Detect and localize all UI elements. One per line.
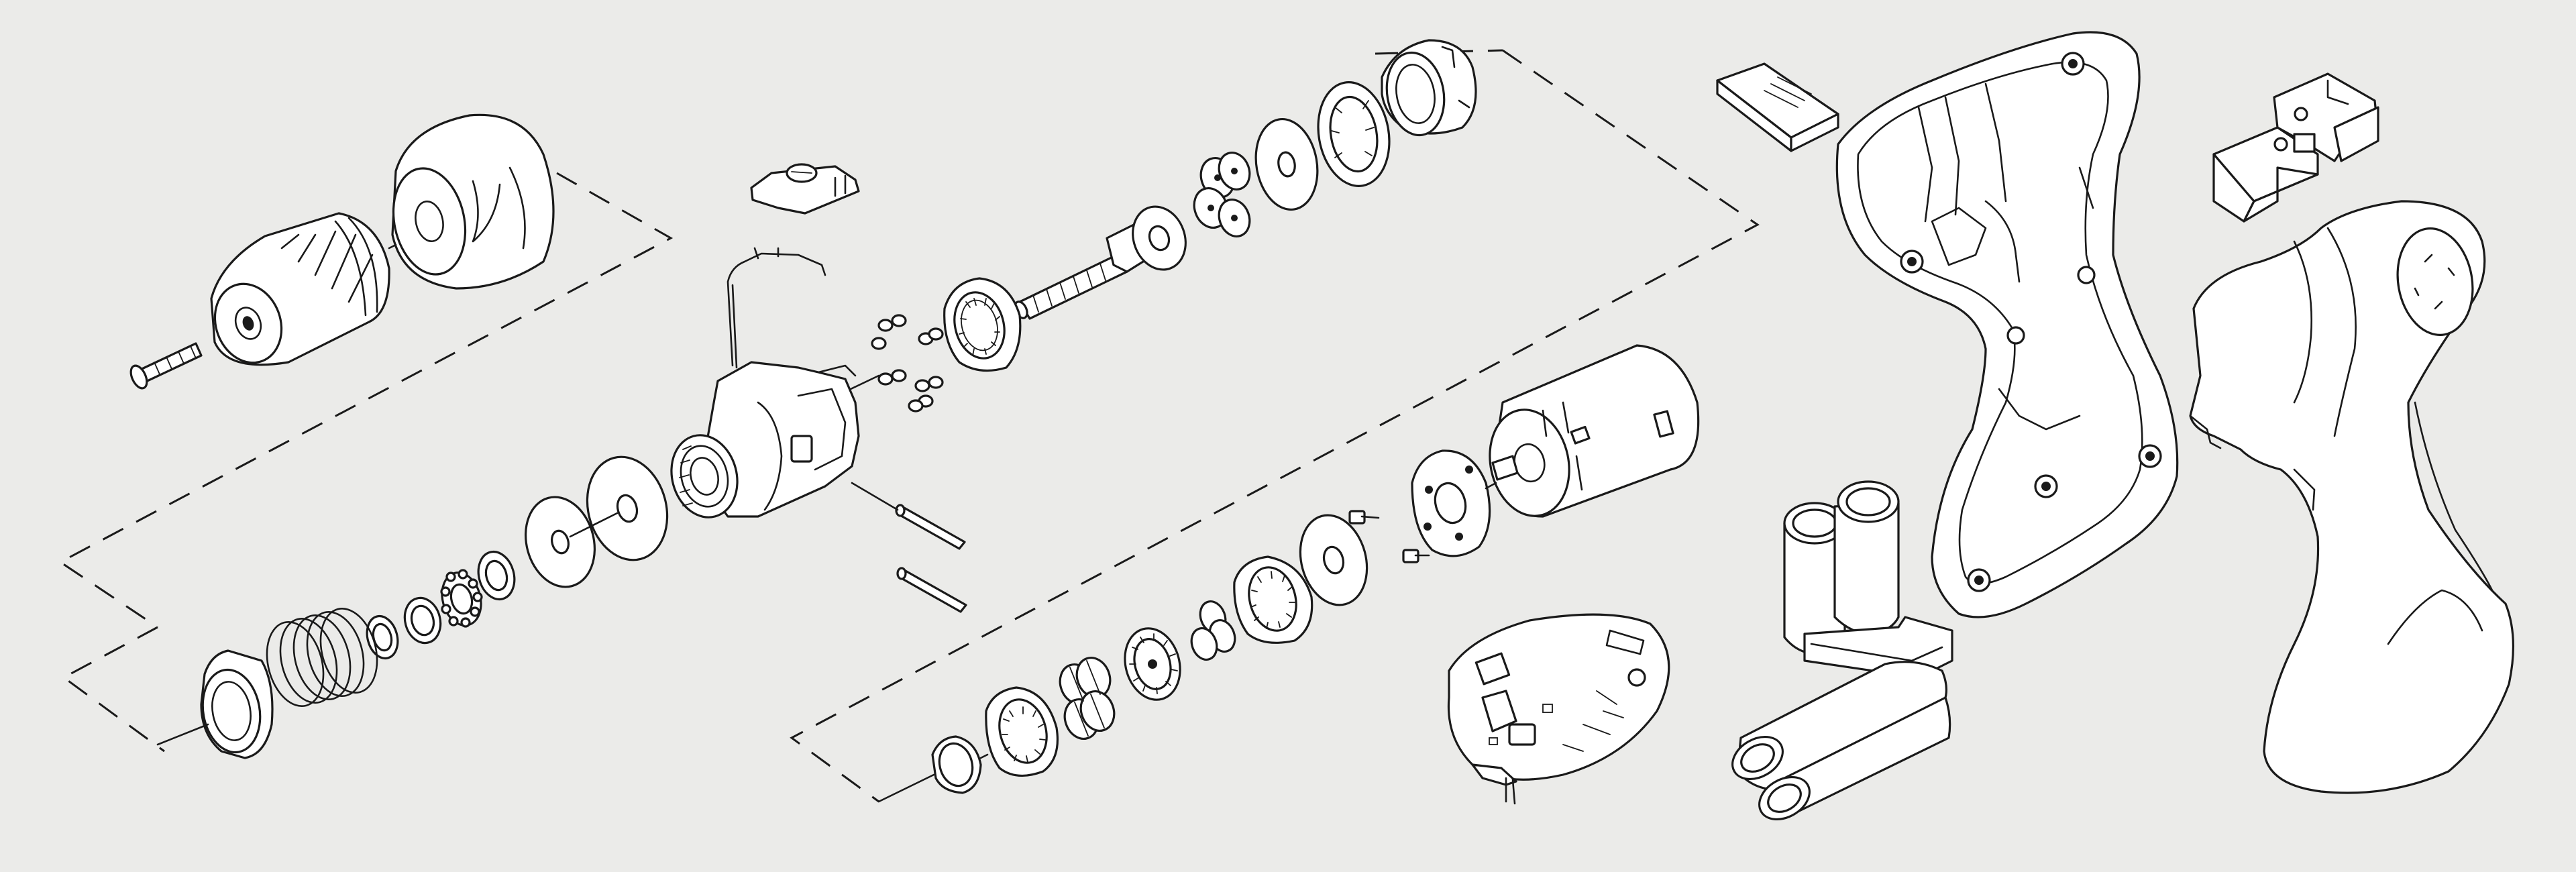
housing-half-right	[2189, 200, 2515, 794]
small-clip-ring	[366, 614, 399, 660]
ring-gear-b	[943, 277, 1022, 372]
ring-gear-c	[1299, 514, 1368, 606]
output-spindle	[1014, 205, 1187, 320]
housing-half-left	[1835, 31, 2179, 618]
bearing-ring	[440, 569, 483, 628]
retaining-cap	[1381, 39, 1477, 137]
pinion-set	[1059, 657, 1116, 740]
control-pcb	[1447, 613, 1670, 805]
chuck-screw	[129, 342, 203, 390]
retaining-ring	[403, 596, 442, 645]
gearbox-housing	[670, 361, 860, 519]
ring-gear-a	[1317, 81, 1391, 187]
planet-gear-set	[1193, 152, 1251, 237]
collar-plate	[586, 455, 669, 561]
drive-gears	[1124, 600, 1236, 701]
clutch-spring	[266, 608, 378, 707]
wire-spring-clip	[727, 247, 826, 369]
locking-pins	[851, 482, 967, 613]
keyless-chuck	[210, 212, 390, 366]
dowel-pins	[871, 314, 944, 413]
large-washer	[524, 496, 596, 588]
motor	[1489, 344, 1700, 518]
ring-gear-d	[1233, 555, 1313, 644]
thrust-washer	[1254, 117, 1319, 211]
battery-cell-pack	[1731, 480, 1953, 821]
motor-mount-plate	[1411, 449, 1491, 557]
sun-gear-carrier	[985, 686, 1059, 777]
chuck-sleeve	[391, 113, 555, 290]
trigger-switch	[2212, 72, 2379, 223]
clutch-cup	[156, 649, 274, 759]
bottom-pinion	[877, 735, 989, 803]
mount-screws	[1348, 510, 1430, 563]
assembly-guide-lines	[58, 49, 1760, 803]
small-washer	[477, 550, 516, 601]
spindle-lock-clip	[750, 163, 860, 215]
direction-slider	[1716, 62, 1839, 152]
